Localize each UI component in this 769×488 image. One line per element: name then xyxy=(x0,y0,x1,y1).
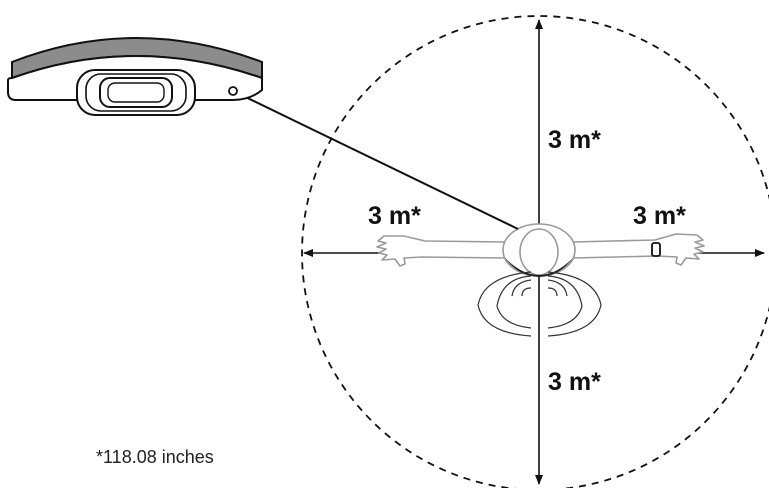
range-label-right: 3 m* xyxy=(633,202,686,230)
range-label-left: 3 m* xyxy=(368,202,421,230)
wrist-device-icon xyxy=(651,242,661,257)
footnote: *118.08 inches xyxy=(96,447,214,467)
person-top-view-icon xyxy=(376,223,705,277)
sensor-callout-line xyxy=(232,90,519,230)
sensor-button-dot xyxy=(228,86,238,96)
torso-shade xyxy=(505,258,573,277)
range-label-top: 3 m* xyxy=(548,126,601,154)
range-circle xyxy=(301,15,769,488)
signal-wave-icon xyxy=(477,271,532,337)
range-label-bottom: 3 m* xyxy=(548,368,601,396)
chest-strap-sensor-icon xyxy=(7,37,263,116)
signal-wave-icon xyxy=(547,271,602,337)
